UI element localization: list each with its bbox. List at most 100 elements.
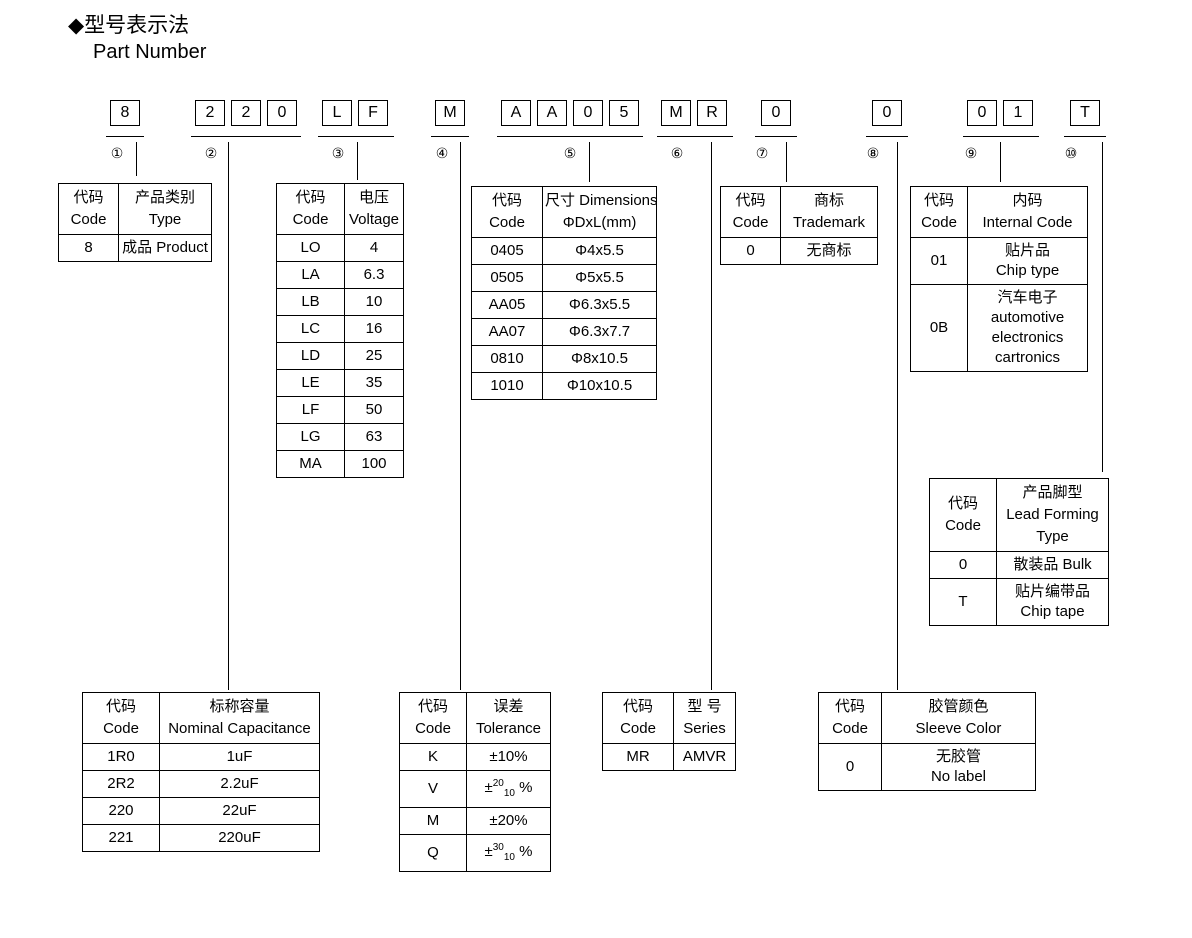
title-cn-text: 型号表示法 [84,14,190,37]
table-header-row: 代码 Code 标称容量 Nominal Capacitance [82,692,320,744]
header-dimensions: 尺寸 Dimensions ΦDxL(mm) [542,186,658,238]
cell-code: LA [276,261,345,289]
cell-value: 25 [344,342,404,370]
header-code: 代码 Code [602,692,674,744]
cell-code: LB [276,288,345,316]
cell-code: MA [276,450,345,478]
cell-code: 0 [720,237,781,265]
group-index-8: ⑧ [866,145,880,161]
pn-char-box: 2 [231,100,261,126]
pn-char-box: A [537,100,567,126]
cell-value: 贴片品 Chip type [967,237,1088,285]
cell-value: 100 [344,450,404,478]
page-title: ◆型号表示法 Part Number [68,12,206,65]
connector-line-8 [897,142,898,690]
table-type: 代码 Code 产品类别 Type 8 成品 Product [58,183,212,262]
group-underline [497,136,643,137]
cell-value: AMVR [673,743,736,771]
cell-value: 16 [344,315,404,343]
cell-value: 无商标 [780,237,878,265]
pn-char-box: L [322,100,352,126]
pn-char-box: A [501,100,531,126]
pn-char-box: R [697,100,727,126]
bullet-icon: ◆ [68,14,85,37]
cell-value-range: ±2010 % [466,770,551,808]
pn-char-box: T [1070,100,1100,126]
cell-value: 2.2uF [159,770,320,798]
header-lead-forming: 产品脚型 Lead Forming Type [996,478,1109,552]
table-trademark: 代码 Code 商标 Trademark 0 无商标 [720,186,878,265]
cell-value-range: ±3010 % [466,834,551,872]
pn-char-box: 5 [609,100,639,126]
group-index-6: ⑥ [670,145,684,161]
cell-value: ±20% [466,807,551,835]
table-header-row: 代码 Code 内码 Internal Code [910,186,1088,238]
pn-char-box: 1 [1003,100,1033,126]
cell-code: 1R0 [82,743,160,771]
connector-line-6 [711,142,712,690]
cell-code: LO [276,234,345,262]
pn-char-box: 0 [267,100,297,126]
pn-char-box: F [358,100,388,126]
group-underline [657,136,733,137]
cell-code: MR [602,743,674,771]
cell-code: 01 [910,237,968,285]
cell-code: LG [276,423,345,451]
table-row: 0 无胶管 No label [818,743,1036,791]
cell-code: AA07 [471,318,543,346]
table-row: 8 成品 Product [58,234,212,262]
pn-char-box: 0 [573,100,603,126]
cell-code: LC [276,315,345,343]
cell-value: 50 [344,396,404,424]
cell-value: Φ6.3x7.7 [542,318,657,346]
pn-char-box: 0 [967,100,997,126]
table-row: 0 无商标 [720,237,878,265]
cell-value: 35 [344,369,404,397]
table-row: K ±10% [399,743,551,771]
table-header-row: 代码 Code 电压 Voltage [276,183,404,235]
cell-value: 成品 Product [118,234,212,262]
cell-value: 220uF [159,824,320,852]
cell-code: 0810 [471,345,543,373]
pn-char-box: M [661,100,691,126]
header-code: 代码 Code [720,186,781,238]
cell-code: Q [399,834,467,872]
cell-value: 6.3 [344,261,404,289]
header-internal-code: 内码 Internal Code [967,186,1088,238]
group-index-3: ③ [331,145,345,161]
group-underline [755,136,797,137]
cell-value: Φ4x5.5 [542,237,657,265]
cell-code: 0 [929,551,997,579]
connector-line-2 [228,142,229,690]
cell-code: 220 [82,797,160,825]
header-code: 代码 Code [82,692,160,744]
header-code: 代码 Code [399,692,467,744]
header-type: 产品类别 Type [118,183,212,235]
group-index-2: ② [204,145,218,161]
table-header-row: 代码 Code 误差 Tolerance [399,692,551,744]
cell-value: 无胶管 No label [881,743,1036,791]
cell-code: 8 [58,234,119,262]
cell-code: 0405 [471,237,543,265]
header-code: 代码 Code [818,692,882,744]
group-underline [431,136,469,137]
header-voltage: 电压 Voltage [344,183,404,235]
header-code: 代码 Code [58,183,119,235]
cell-value: Φ8x10.5 [542,345,657,373]
table-row: MR AMVR [602,743,736,771]
cell-code: 0B [910,284,968,372]
connector-line-5 [589,142,590,182]
cell-code: 0505 [471,264,543,292]
header-tolerance: 误差 Tolerance [466,692,551,744]
header-code: 代码 Code [276,183,345,235]
